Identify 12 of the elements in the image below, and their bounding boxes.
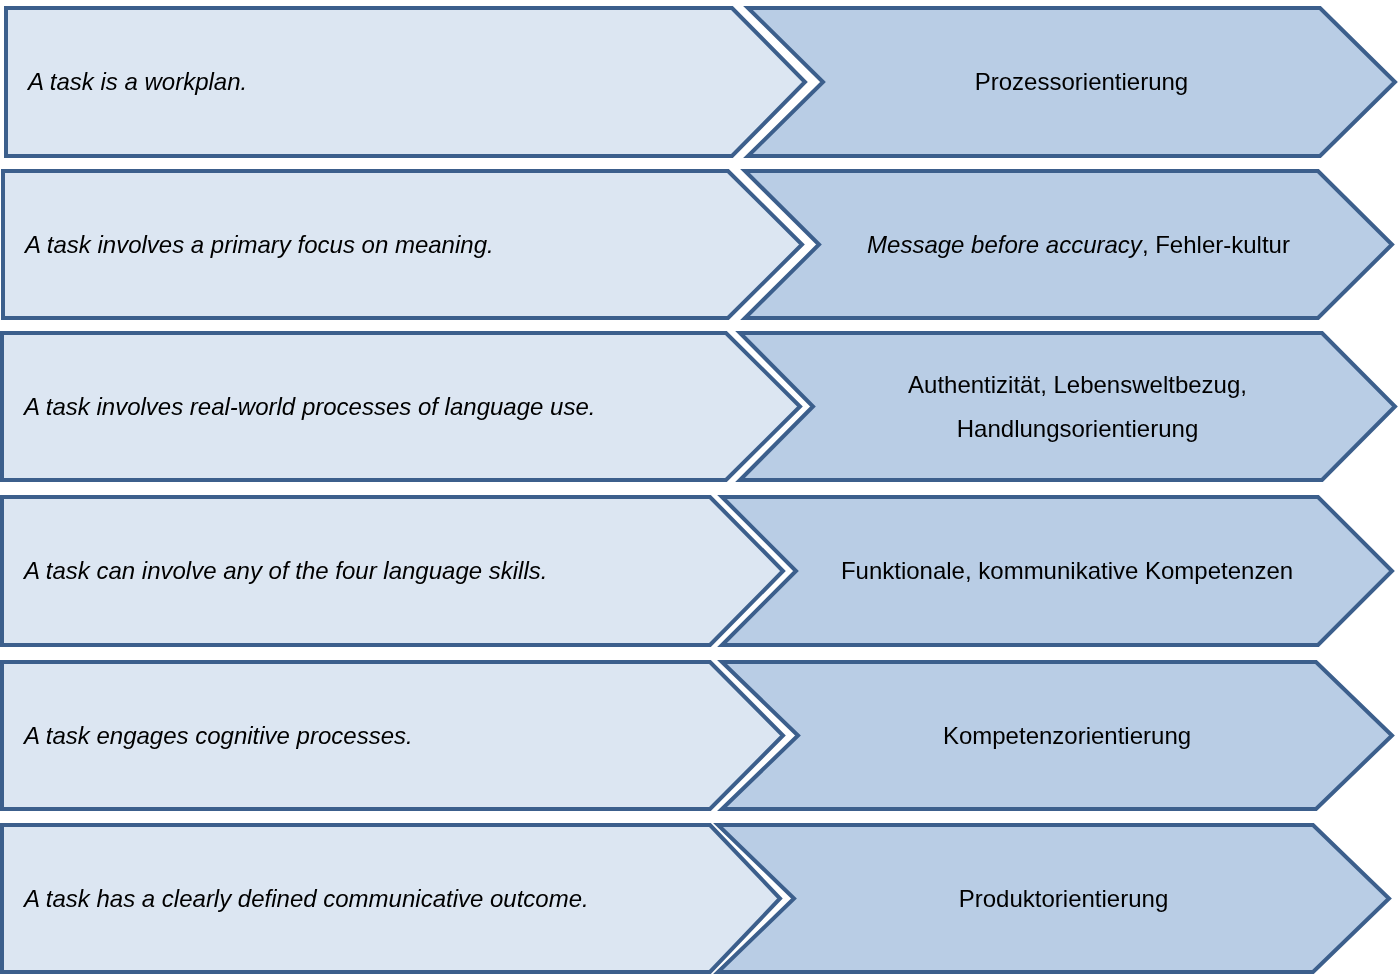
- task-statement: A task involves real-world processes of language use.: [24, 391, 596, 422]
- principle-label: Produktorientierung: [958, 883, 1169, 914]
- task-statement: A task involves a primary focus on meaning.: [25, 229, 494, 260]
- task-statement: A task has a clearly defined communicative outcome.: [24, 883, 589, 914]
- task-statement: A task engages cognitive processes.: [24, 720, 413, 751]
- task-statement: A task is a workplan.: [28, 67, 248, 98]
- task-statement: A task can involve any of the four language skills.: [24, 556, 548, 587]
- principle-label: Funktionale, kommunikative Kompetenzen: [840, 556, 1294, 587]
- principle-label: Kompetenzorientierung: [942, 720, 1192, 751]
- principle-label: Prozessorientierung: [974, 67, 1189, 98]
- principle-label: Authentizität, Lebensweltbezug, Handlungsorientierung: [907, 370, 1248, 444]
- principle-label: Message before accuracy, Fehler-kultur: [867, 229, 1290, 260]
